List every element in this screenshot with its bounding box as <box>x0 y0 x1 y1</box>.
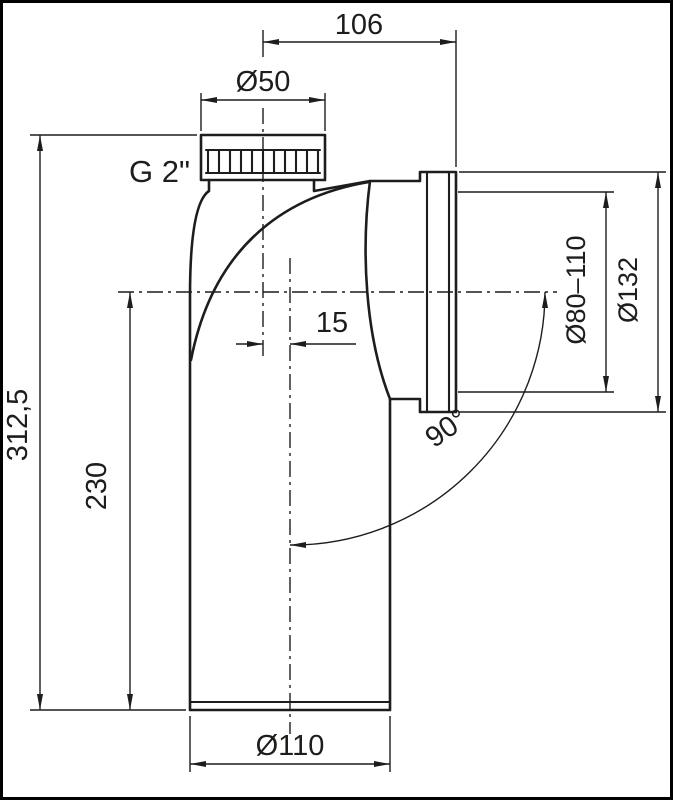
arrowhead <box>190 761 206 767</box>
arrowhead <box>309 97 325 103</box>
arrowhead <box>247 341 263 347</box>
elbow-curve <box>189 180 371 362</box>
dimension-outlet-diameter: Ø110 <box>189 716 391 772</box>
thread-collar <box>199 133 327 182</box>
arrowhead <box>603 376 609 392</box>
bend-junction-curve <box>364 179 392 401</box>
dim-label-lower-body-height: 230 <box>81 462 113 510</box>
arrowhead <box>374 761 390 767</box>
dimension-total-height: 312,5 <box>2 134 197 711</box>
extension-line <box>189 716 391 772</box>
extension-line <box>459 171 666 413</box>
fitting-outline <box>188 170 458 712</box>
dim-label-outlet-diameter: Ø110 <box>256 730 325 762</box>
dim-label-inlet-diameter: Ø50 <box>236 66 291 98</box>
arrowhead <box>127 292 133 308</box>
arrowhead <box>655 172 661 188</box>
arrowhead <box>290 341 306 347</box>
dim-label-socket-inner-diameter: Ø80–110 <box>561 235 591 344</box>
dimension-socket-outer-diameter: Ø132 <box>459 171 666 413</box>
dim-label-top-offset: 106 <box>335 9 383 41</box>
arrowhead <box>37 135 43 151</box>
dimension-socket-inner-diameter: Ø80–110 <box>458 191 614 393</box>
dimension-lower-body-height: 230 <box>81 292 133 710</box>
arrowhead <box>201 97 217 103</box>
thread-label: G 2" <box>129 154 190 189</box>
dim-label-socket-outer-diameter: Ø132 <box>613 257 643 323</box>
dim-label-axis-offset: 15 <box>316 307 348 339</box>
extension-line <box>30 134 197 711</box>
dimension-axis-offset: 15 <box>236 307 356 347</box>
arrowhead <box>37 694 43 710</box>
arrowhead <box>655 396 661 412</box>
socket-ring-lines <box>425 170 451 414</box>
arrowhead <box>440 39 456 45</box>
thread-pattern <box>204 148 322 175</box>
arrowhead <box>290 542 306 548</box>
fitting-body <box>188 133 458 712</box>
arrowhead <box>542 292 548 308</box>
arrowhead <box>263 39 279 45</box>
extension-line <box>262 30 457 167</box>
centerlines <box>118 108 557 734</box>
arrowhead <box>603 192 609 208</box>
dim-label-total-height: 312,5 <box>2 389 34 462</box>
angle-arc <box>289 291 546 546</box>
arrowhead <box>127 694 133 710</box>
dimension-inlet-diameter: Ø50 <box>200 66 326 131</box>
extension-line <box>458 191 614 393</box>
dimension-106: 106 <box>262 9 457 167</box>
